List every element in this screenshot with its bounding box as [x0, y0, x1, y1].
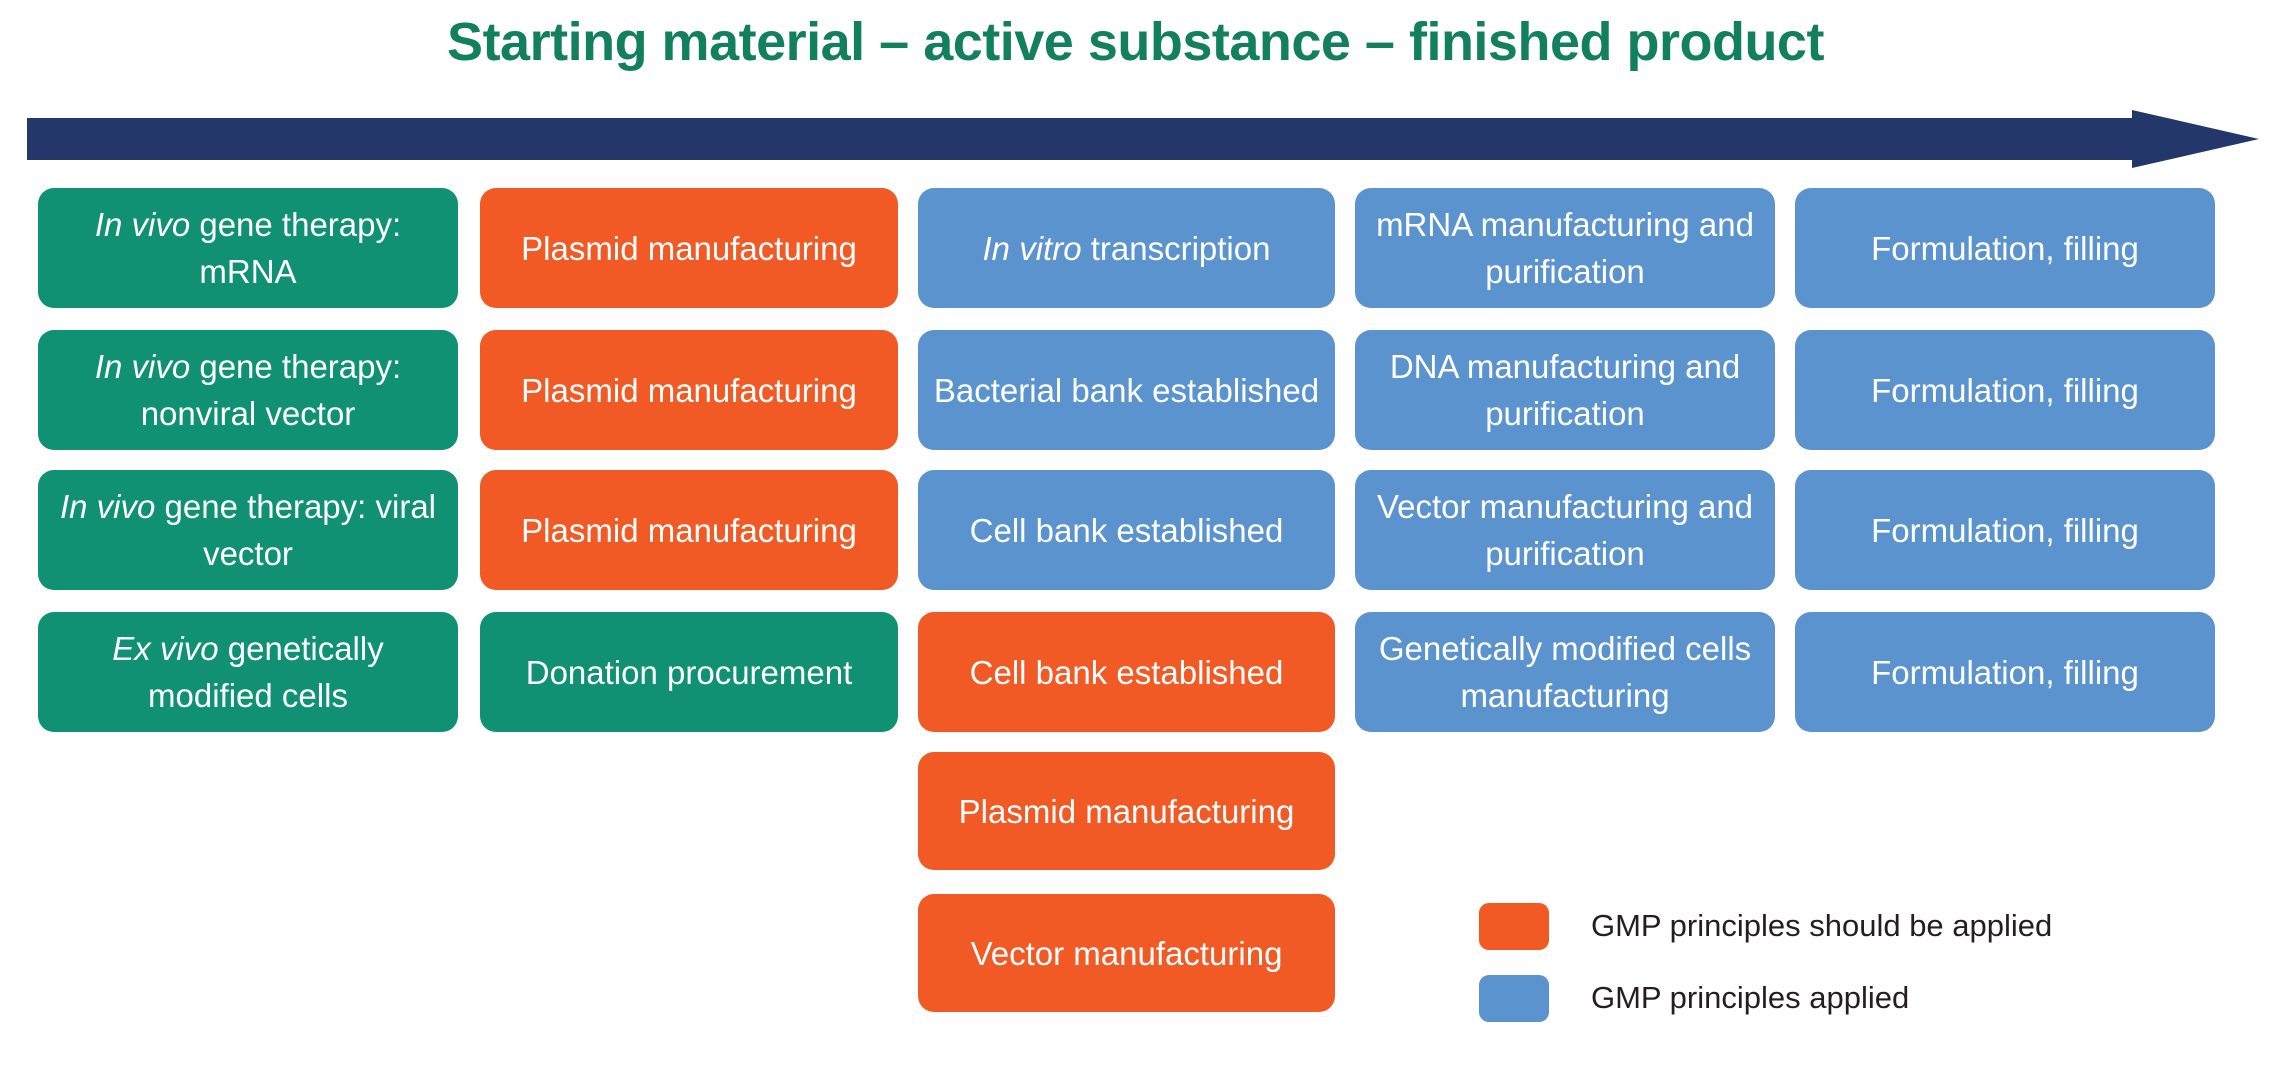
- flow-box-text: Formulation, filling: [1871, 371, 2139, 409]
- flow-box-label: Donation procurement: [490, 649, 888, 696]
- flow-box-text: transcription: [1081, 229, 1271, 267]
- emphasis-text: Ex vivo: [112, 630, 219, 667]
- flow-box-label: Plasmid manufacturing: [928, 788, 1325, 835]
- flow-box-label: Formulation, filling: [1805, 225, 2205, 272]
- flow-box-text: Genetically modified cells manufacturing: [1378, 630, 1752, 714]
- flow-box-text: Plasmid manufacturing: [521, 371, 857, 409]
- flow-box-r6c3[interactable]: Vector manufacturing: [918, 894, 1335, 1012]
- emphasis-text: In vitro: [982, 229, 1082, 267]
- legend-swatch-blue-icon: [1479, 974, 1549, 1022]
- flow-box-text: Plasmid manufacturing: [958, 792, 1295, 830]
- flow-box-r4c4[interactable]: Genetically modified cells manufacturing: [1355, 612, 1775, 732]
- flow-box-label: Bacterial bank established: [928, 367, 1325, 414]
- flow-box-label: Genetically modified cells manufacturing: [1365, 625, 1765, 719]
- legend-item-gmp-should-be-applied: GMP principles should be applied: [1479, 890, 2052, 962]
- flow-box-text: gene therapy: viral vector: [155, 488, 437, 572]
- flow-box-label: Plasmid manufacturing: [490, 225, 888, 272]
- flow-box-label: Cell bank established: [928, 507, 1325, 554]
- flow-box-text: Formulation, filling: [1871, 653, 2139, 691]
- flow-box-r4c2[interactable]: Donation procurement: [480, 612, 898, 732]
- flow-box-r2c1[interactable]: In vivo gene therapy: nonviral vector: [38, 330, 458, 450]
- flow-box-r3c4[interactable]: Vector manufacturing and purification: [1355, 470, 1775, 590]
- flow-box-text: genetically modified cells: [148, 630, 384, 714]
- flow-box-text: Cell bank established: [969, 653, 1284, 691]
- flow-box-r5c3[interactable]: Plasmid manufacturing: [918, 752, 1335, 870]
- flow-box-r4c1[interactable]: Ex vivo genetically modified cells: [38, 612, 458, 732]
- emphasis-text: In vivo: [94, 206, 191, 243]
- flow-box-label: In vivo gene therapy: viral vector: [48, 483, 448, 577]
- flow-box-label: mRNA manufacturing and purification: [1365, 201, 1765, 295]
- flow-box-r1c3[interactable]: In vitro transcription: [918, 188, 1335, 308]
- flow-box-r4c5[interactable]: Formulation, filling: [1795, 612, 2215, 732]
- flow-box-text: Bacterial bank established: [933, 371, 1320, 409]
- flow-box-label: Cell bank established: [928, 649, 1325, 696]
- flow-box-text: Formulation, filling: [1871, 229, 2139, 267]
- flow-box-r3c1[interactable]: In vivo gene therapy: viral vector: [38, 470, 458, 590]
- process-direction-arrow-icon: [27, 110, 2259, 168]
- emphasis-text: In vivo: [94, 348, 191, 385]
- flow-box-label: DNA manufacturing and purification: [1365, 343, 1765, 437]
- legend-label: GMP principles applied: [1591, 980, 1910, 1015]
- flow-box-r3c5[interactable]: Formulation, filling: [1795, 470, 2215, 590]
- legend: GMP principles should be applied GMP pri…: [1479, 890, 2052, 1034]
- flow-box-r1c1[interactable]: In vivo gene therapy: mRNA: [38, 188, 458, 308]
- flow-box-text: gene therapy: nonviral vector: [140, 348, 402, 432]
- flow-box-label: Plasmid manufacturing: [490, 367, 888, 414]
- flow-box-text: Plasmid manufacturing: [521, 511, 857, 549]
- flow-box-r3c2[interactable]: Plasmid manufacturing: [480, 470, 898, 590]
- flow-box-r2c5[interactable]: Formulation, filling: [1795, 330, 2215, 450]
- flow-box-label: Formulation, filling: [1805, 367, 2205, 414]
- flow-box-text: gene therapy: mRNA: [190, 206, 402, 290]
- page-title: Starting material – active substance – f…: [447, 12, 1824, 72]
- flow-box-r1c2[interactable]: Plasmid manufacturing: [480, 188, 898, 308]
- flow-box-text: Vector manufacturing: [970, 934, 1283, 972]
- flow-box-label: Plasmid manufacturing: [490, 507, 888, 554]
- flow-box-text: Donation procurement: [525, 653, 853, 691]
- flow-box-label: Formulation, filling: [1805, 649, 2205, 696]
- flow-box-label: Formulation, filling: [1805, 507, 2205, 554]
- flow-box-text: Vector manufacturing and purification: [1376, 488, 1754, 572]
- flow-box-r3c3[interactable]: Cell bank established: [918, 470, 1335, 590]
- flow-box-text: Plasmid manufacturing: [521, 229, 857, 267]
- flow-box-text: Formulation, filling: [1871, 511, 2139, 549]
- legend-label: GMP principles should be applied: [1591, 908, 2053, 943]
- legend-item-gmp-applied: GMP principles applied: [1479, 962, 2052, 1034]
- flow-box-r2c2[interactable]: Plasmid manufacturing: [480, 330, 898, 450]
- flow-box-label: In vivo gene therapy: mRNA: [48, 201, 448, 295]
- flow-box-r4c3[interactable]: Cell bank established: [918, 612, 1335, 732]
- flow-box-label: Vector manufacturing: [928, 930, 1325, 977]
- flow-box-label: Vector manufacturing and purification: [1365, 483, 1765, 577]
- flow-box-text: DNA manufacturing and purification: [1389, 348, 1741, 432]
- flow-box-r1c4[interactable]: mRNA manufacturing and purification: [1355, 188, 1775, 308]
- flow-box-r2c3[interactable]: Bacterial bank established: [918, 330, 1335, 450]
- emphasis-text: In vivo: [59, 488, 156, 525]
- flow-box-text: Cell bank established: [969, 511, 1284, 549]
- flow-box-text: mRNA manufacturing and purification: [1376, 206, 1754, 290]
- flow-box-label: In vitro transcription: [928, 225, 1325, 272]
- flow-box-r1c5[interactable]: Formulation, filling: [1795, 188, 2215, 308]
- flow-box-label: Ex vivo genetically modified cells: [48, 625, 448, 719]
- legend-swatch-orange-icon: [1479, 902, 1549, 950]
- flow-box-label: In vivo gene therapy: nonviral vector: [48, 343, 448, 437]
- flow-box-r2c4[interactable]: DNA manufacturing and purification: [1355, 330, 1775, 450]
